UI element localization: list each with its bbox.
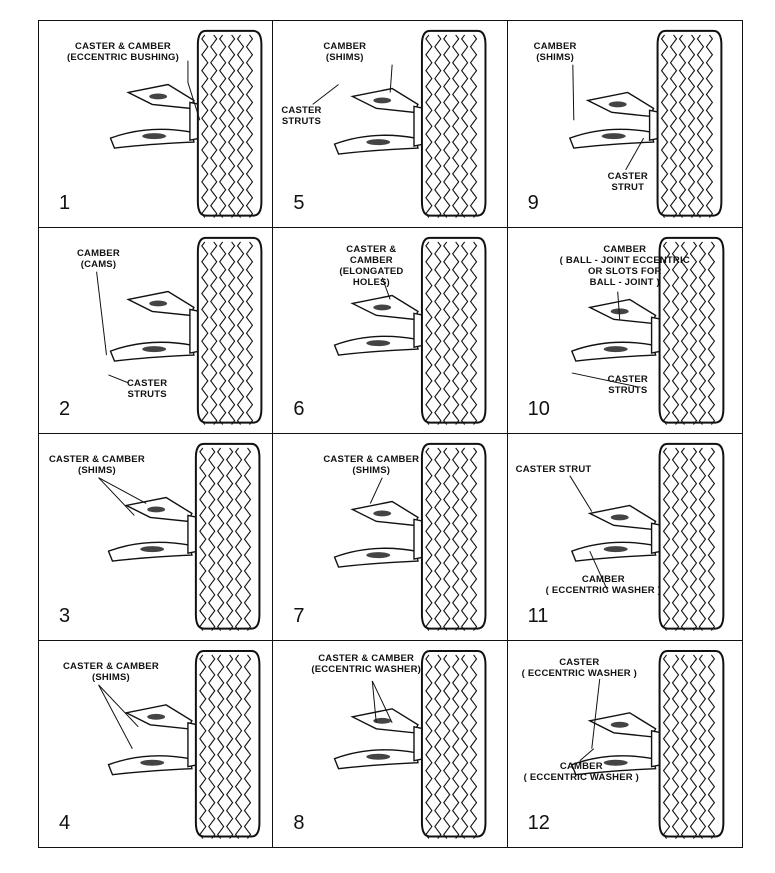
callout-label: CASTER ( ECCENTRIC WASHER ) [521, 656, 638, 679]
suspension-illustration [96, 236, 263, 425]
callout-label: CASTER & CAMBER (SHIMS) [63, 660, 159, 683]
callout-label: CAMBER (CAMS) [77, 247, 120, 270]
panel-10: CAMBER ( BALL - JOINT ECCENTRIC OR SLOTS… [507, 228, 742, 434]
panel-4: CASTER & CAMBER (SHIMS) 4 [39, 640, 274, 847]
suspension-illustration [333, 236, 487, 425]
suspension-illustration [98, 649, 261, 839]
suspension-illustration [98, 442, 261, 631]
callout-label: CASTER STRUT [515, 464, 592, 475]
callout-label: CAMBER ( ECCENTRIC WASHER ) [523, 760, 640, 783]
suspension-illustration [569, 442, 725, 631]
panel-number: 6 [293, 398, 305, 420]
callout-label: CAMBER (SHIMS) [533, 41, 577, 63]
panel-number: 11 [527, 604, 549, 627]
callout-label: CASTER & CAMBER (SHIMS) [49, 454, 145, 476]
suspension-illustration [568, 29, 723, 218]
callout-label: CASTER & CAMBER (ELONGATED HOLES) [339, 243, 404, 288]
panel-1: CASTER & CAMBER (ECCENTRIC BUSHING) 1 [39, 21, 274, 228]
callout-label: CAMBER ( ECCENTRIC WASHER ) [545, 574, 662, 596]
suspension-illustration [333, 442, 487, 631]
panel-3: CASTER & CAMBER (SHIMS) 3 [39, 434, 274, 641]
panel-11: CASTER STRUT CAMBER ( ECCENTRIC WASHER ) 1… [507, 434, 742, 641]
panel-7: CASTER & CAMBER (SHIMS) 7 [273, 434, 508, 641]
panel-12: CASTER ( ECCENTRIC WASHER ) CAMBER ( ECCE… [508, 641, 742, 848]
callout-label: CASTER & CAMBER (SHIMS) [323, 454, 420, 476]
panel-number: 2 [59, 398, 71, 420]
callout-label: CASTER & CAMBER (ECCENTRIC WASHER) [311, 652, 422, 675]
callout-label: CASTER STRUTS [607, 373, 648, 396]
panel-6: CASTER & CAMBER (ELONGATED HOLES) 6 [273, 227, 508, 434]
callout-label: CASTER STRUT [607, 171, 648, 193]
panel-number: 7 [293, 604, 305, 627]
panel-number: 12 [527, 812, 550, 834]
panel-5: CAMBER (SHIMS) CASTER STRUTS 5 [273, 21, 508, 228]
panel-8: CASTER & CAMBER (ECCENTRIC WASHER) 8 [273, 640, 508, 847]
panel-number: 10 [527, 398, 550, 420]
panel-2: CAMBER (CAMS) CASTER STRUTS 2 [39, 227, 274, 434]
callout-label: CASTER STRUTS [127, 377, 168, 400]
callout-label: CASTER & CAMBER (ECCENTRIC BUSHING) [67, 41, 179, 63]
callout-label: CASTER STRUTS [281, 105, 322, 127]
panel-9: CAMBER (SHIMS) CASTER STRUT 9 [507, 21, 742, 228]
suspension-illustration [570, 649, 725, 839]
suspension-illustration [333, 649, 487, 839]
panel-number: 4 [59, 812, 71, 834]
panel-number: 3 [59, 604, 71, 627]
panel-number: 1 [59, 191, 71, 214]
suspension-illustration [109, 29, 263, 218]
panel-number: 8 [293, 812, 305, 834]
suspension-illustration [312, 29, 487, 218]
callout-label: CAMBER ( BALL - JOINT ECCENTRIC OR SLOTS… [559, 243, 690, 288]
panel-number: 9 [527, 191, 539, 214]
suspension-illustration [570, 236, 725, 425]
callout-label: CAMBER (SHIMS) [323, 41, 367, 63]
panel-number: 5 [293, 191, 305, 214]
